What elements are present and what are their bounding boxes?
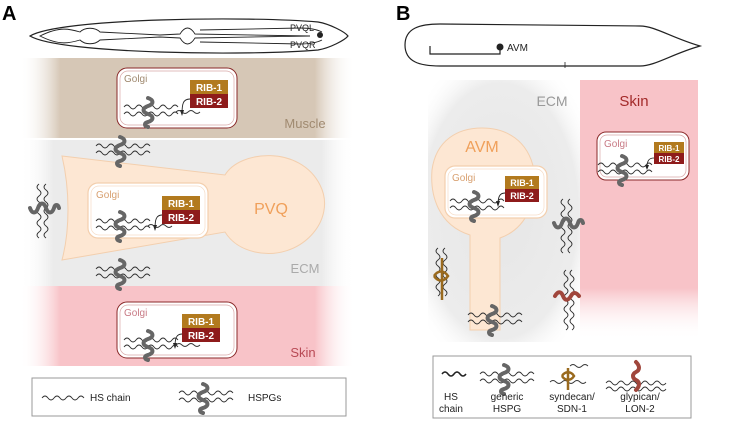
legend-chain: chain: [439, 404, 463, 415]
ecm-label-a: ECM: [291, 261, 320, 276]
rib2-badge: RIB-2: [659, 155, 680, 164]
pvq-label: PVQ: [254, 201, 288, 218]
avm-cell-label: AVM: [465, 139, 498, 156]
golgi-label: Golgi: [452, 173, 475, 184]
rib1-badge: RIB-1: [196, 83, 223, 94]
legend-hs-chain: HS chain: [90, 393, 131, 404]
pvqr-label: PVQR: [290, 40, 316, 50]
legend-hspgs: HSPGs: [248, 393, 281, 404]
skin-label-b: Skin: [619, 93, 648, 110]
panel-b: B AVM ECM Skin AVM Golgi RIB-1 RIB-2: [396, 3, 703, 419]
glypican-skin-border: [553, 269, 581, 331]
golgi-skin: Golgi RIB-1 RIB-2: [116, 301, 238, 362]
golgi-label: Golgi: [604, 139, 627, 150]
rib2-badge: RIB-2: [196, 97, 223, 108]
golgi-pvq: Golgi RIB-1 RIB-2: [87, 182, 209, 243]
hs-chain-icon: [441, 371, 467, 377]
legend-glypican: glypican/: [620, 392, 660, 403]
golgi-label: Golgi: [96, 190, 119, 201]
skin-region-b: [580, 80, 698, 340]
rib2-badge: RIB-2: [188, 331, 215, 342]
panel-a: A PVQL PVQR Muscle ECM Skin PVQ Golgi: [2, 3, 355, 417]
rib2-badge: RIB-2: [168, 213, 195, 224]
legend-sdn1: SDN-1: [557, 404, 587, 415]
glypican-icon: [605, 360, 667, 392]
golgi-skin-b: Golgi RIB-1 RIB-2: [596, 131, 690, 187]
muscle-label: Muscle: [284, 116, 325, 131]
ecm-label-b: ECM: [536, 93, 567, 109]
legend-generic: generic: [491, 392, 524, 403]
golgi-avm: Golgi RIB-1 RIB-2: [444, 165, 548, 223]
panel-a-label: A: [2, 3, 16, 25]
legend-lon2: LON-2: [625, 404, 655, 415]
rib1-badge: RIB-1: [188, 317, 215, 328]
hs-chain-icon: [41, 395, 85, 401]
legend-b: HS chain generic HSPG syndecan/ SDN-1 gl…: [432, 355, 692, 419]
legend-hs: HS: [444, 392, 458, 403]
golgi-label: Golgi: [124, 74, 147, 85]
worm-schematic-a: PVQL PVQR: [28, 18, 349, 54]
legend-syndecan: syndecan/: [549, 392, 595, 403]
pvql-label: PVQL: [290, 23, 314, 33]
syndecan-icon: [549, 364, 589, 390]
rib1-badge: RIB-1: [168, 199, 195, 210]
legend-a: HS chain HSPGs: [31, 377, 347, 417]
rib1-badge: RIB-1: [510, 178, 534, 188]
syndecan-avm: [432, 247, 450, 300]
golgi-muscle: Golgi RIB-1 RIB-2: [116, 67, 238, 129]
legend-hspg: HSPG: [493, 404, 522, 415]
worm-schematic-b: AVM: [404, 23, 703, 68]
panel-b-label: B: [396, 3, 410, 25]
rib1-badge: RIB-1: [659, 144, 680, 153]
rib2-badge: RIB-2: [510, 191, 534, 201]
golgi-label: Golgi: [124, 308, 147, 319]
skin-label-a: Skin: [290, 345, 315, 360]
avm-worm-label: AVM: [507, 43, 528, 54]
